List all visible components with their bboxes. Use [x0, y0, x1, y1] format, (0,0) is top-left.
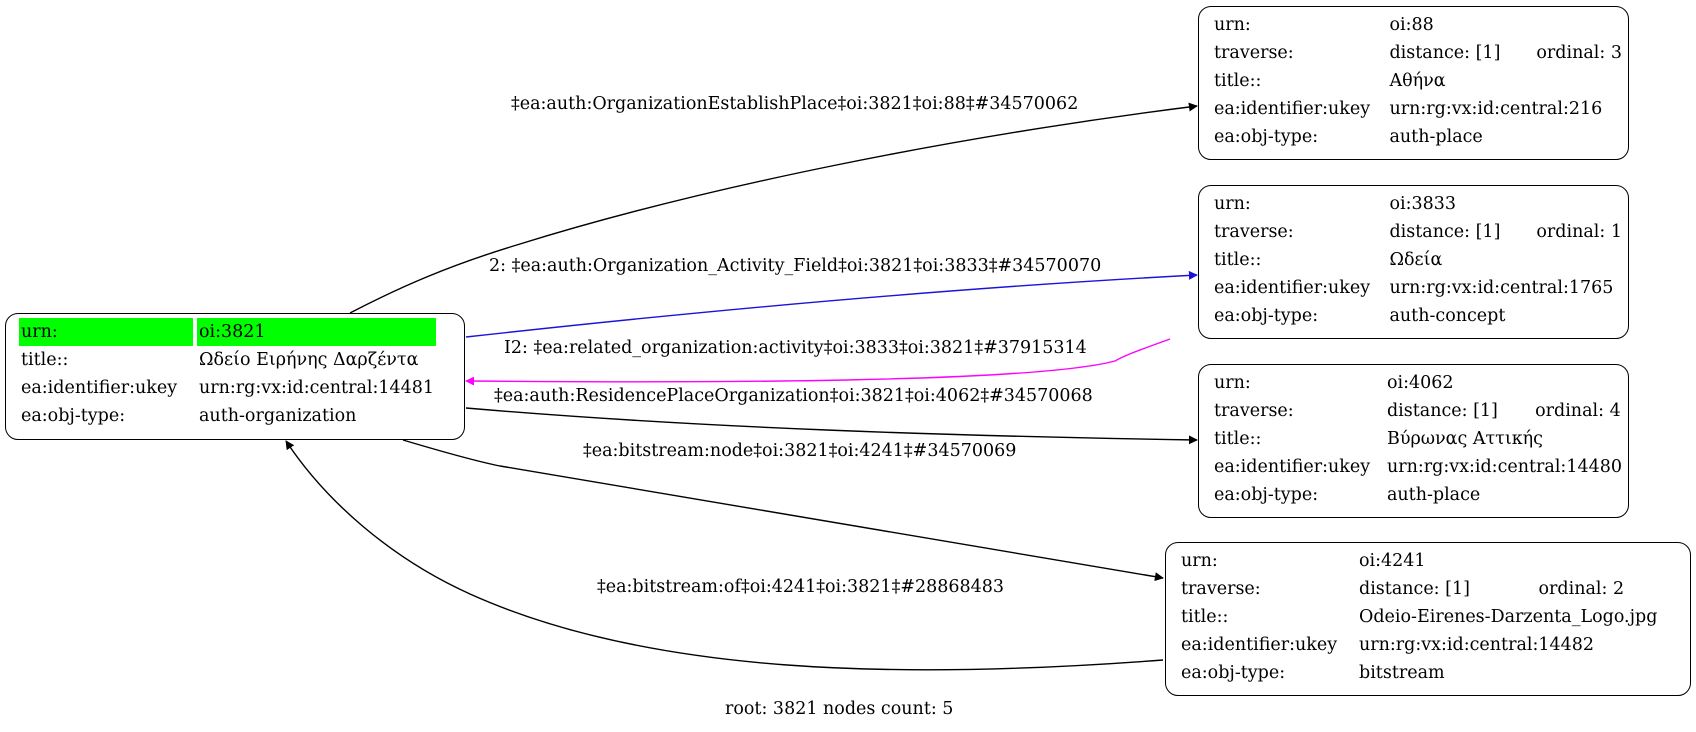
field-value: oi:88 [1389, 15, 1434, 35]
objtype-row: ea:obj-type: auth-place [1212, 481, 1624, 509]
field-key: traverse: [1181, 579, 1261, 599]
field-value: auth-place [1389, 127, 1483, 147]
edge-label-residence-place: ‡ea:auth:ResidencePlaceOrganization‡oi:3… [494, 386, 1093, 406]
field-key: ea:obj-type: [1214, 306, 1319, 326]
edge-label-bitstream-of: ‡ea:bitstream:of‡oi:4241‡oi:3821‡#288684… [597, 577, 1005, 597]
field-value: urn:rg:vx:id:central:14482 [1359, 635, 1595, 655]
field-key: ea:obj-type: [1181, 663, 1286, 683]
edge-establish-place [349, 102, 1198, 314]
traverse-row: traverse: distance: [1] ordinal: 3 [1212, 39, 1624, 67]
root-urn-row: urn: oi:3821 [19, 318, 437, 346]
field-value: oi:3821 [197, 318, 437, 346]
field-key: title:: [1214, 250, 1262, 270]
edge-label-related-activity: I2: ‡ea:related_organization:activity‡oi… [504, 338, 1087, 358]
field-value: urn:rg:vx:id:central:216 [1389, 99, 1603, 119]
field-key: ea:identifier:ukey [21, 378, 178, 398]
node-oi-4241[interactable]: urn: oi:4241 traverse: distance: [1] ord… [1165, 542, 1691, 696]
field-key: ea:identifier:ukey [1181, 635, 1338, 655]
edge-label-bitstream-node: ‡ea:bitstream:node‡oi:3821‡oi:4241‡#3457… [583, 441, 1017, 461]
field-value: urn:rg:vx:id:central:1765 [1389, 278, 1614, 298]
field-value: oi:4241 [1359, 551, 1426, 571]
ukey-row: ea:identifier:ukey urn:rg:vx:id:central:… [1212, 453, 1624, 481]
field-key: traverse: [1214, 401, 1294, 421]
distance-value: distance: [1] [1389, 43, 1501, 63]
field-value: Odeio-Eirenes-Darzenta_Logo.jpg [1359, 607, 1658, 627]
node-oi-3833[interactable]: urn: oi:3833 traverse: distance: [1] ord… [1198, 185, 1629, 339]
field-value: auth-place [1386, 485, 1481, 505]
edge-bitstream-of [285, 440, 1164, 671]
title-row: title:: Ωδεία [1212, 246, 1624, 274]
field-key: title:: [1181, 607, 1229, 627]
graph-summary: root: 3821 nodes count: 5 [725, 699, 954, 719]
traverse-row: traverse: distance: [1] ordinal: 2 [1179, 575, 1659, 603]
field-value: urn:rg:vx:id:central:14481 [199, 378, 435, 398]
edge-residence-place [465, 407, 1198, 445]
traverse-row: traverse: distance: [1] ordinal: 1 [1212, 218, 1624, 246]
edge-label-establish-place: ‡ea:auth:OrganizationEstablishPlace‡oi:3… [511, 94, 1079, 114]
field-key: urn: [1181, 551, 1218, 571]
distance-value: distance: [1] [1386, 401, 1498, 421]
field-key: title:: [1214, 71, 1262, 91]
urn-row: urn: oi:88 [1212, 11, 1624, 39]
ordinal-value: ordinal: 3 [1536, 43, 1622, 63]
root-ukey-row: ea:identifier:ukey urn:rg:vx:id:central:… [19, 374, 436, 402]
edge-bitstream-node [402, 439, 1164, 582]
field-value: bitstream [1359, 663, 1445, 683]
urn-row: urn: oi:4062 [1212, 369, 1624, 397]
field-value: urn:rg:vx:id:central:14480 [1386, 457, 1622, 477]
field-value: oi:3833 [1389, 194, 1457, 214]
title-row: title:: Odeio-Eirenes-Darzenta_Logo.jpg [1179, 603, 1659, 631]
objtype-row: ea:obj-type: auth-place [1212, 123, 1624, 151]
title-row: title:: Βύρωνας Αττικής [1212, 425, 1624, 453]
field-key: traverse: [1214, 222, 1294, 242]
ukey-row: ea:identifier:ukey urn:rg:vx:id:central:… [1212, 95, 1624, 123]
field-value: auth-concept [1389, 306, 1506, 326]
field-key: urn: [1214, 373, 1251, 393]
field-value: auth-organization [199, 406, 357, 426]
urn-row: urn: oi:3833 [1212, 190, 1624, 218]
title-row: title:: Αθήνα [1212, 67, 1624, 95]
field-key: ea:identifier:ukey [1214, 457, 1371, 477]
field-key: traverse: [1214, 43, 1294, 63]
ordinal-value: ordinal: 1 [1536, 222, 1622, 242]
root-title-row: title:: Ωδείο Ειρήνης Δαρζέντα [19, 346, 436, 374]
field-key: urn: [19, 318, 193, 346]
field-key: title:: [1214, 429, 1262, 449]
ukey-row: ea:identifier:ukey urn:rg:vx:id:central:… [1212, 274, 1624, 302]
field-value: Ωδείο Ειρήνης Δαρζέντα [199, 350, 419, 370]
urn-row: urn: oi:4241 [1179, 547, 1659, 575]
node-oi-88[interactable]: urn: oi:88 traverse: distance: [1] ordin… [1198, 6, 1629, 160]
field-value: Αθήνα [1389, 71, 1446, 91]
field-value: Βύρωνας Αττικής [1386, 429, 1543, 449]
distance-value: distance: [1] [1359, 579, 1470, 599]
field-key: title:: [21, 350, 69, 370]
field-key: ea:identifier:ukey [1214, 278, 1371, 298]
edge-related-activity [465, 338, 1171, 386]
ukey-row: ea:identifier:ukey urn:rg:vx:id:central:… [1179, 631, 1659, 659]
root-node[interactable]: urn: oi:3821 title:: Ωδείο Ειρήνης Δαρζέ… [5, 313, 465, 440]
ordinal-value: ordinal: 4 [1535, 401, 1621, 421]
field-value: Ωδεία [1389, 250, 1443, 270]
ordinal-value: ordinal: 2 [1538, 579, 1625, 599]
field-key: ea:obj-type: [1214, 127, 1319, 147]
field-key: urn: [1214, 194, 1251, 214]
field-key: ea:obj-type: [1214, 485, 1319, 505]
distance-value: distance: [1] [1389, 222, 1501, 242]
edge-activity-field [465, 270, 1198, 338]
field-value: oi:4062 [1386, 373, 1454, 393]
root-objtype-row: ea:obj-type: auth-organization [19, 402, 436, 430]
field-key: urn: [1214, 15, 1251, 35]
objtype-row: ea:obj-type: bitstream [1179, 659, 1659, 687]
traverse-row: traverse: distance: [1] ordinal: 4 [1212, 397, 1624, 425]
objtype-row: ea:obj-type: auth-concept [1212, 302, 1624, 330]
field-key: ea:identifier:ukey [1214, 99, 1371, 119]
node-oi-4062[interactable]: urn: oi:4062 traverse: distance: [1] ord… [1198, 364, 1629, 518]
edge-label-activity-field: 2: ‡ea:auth:Organization_Activity_Field‡… [489, 256, 1102, 276]
field-key: ea:obj-type: [21, 406, 126, 426]
